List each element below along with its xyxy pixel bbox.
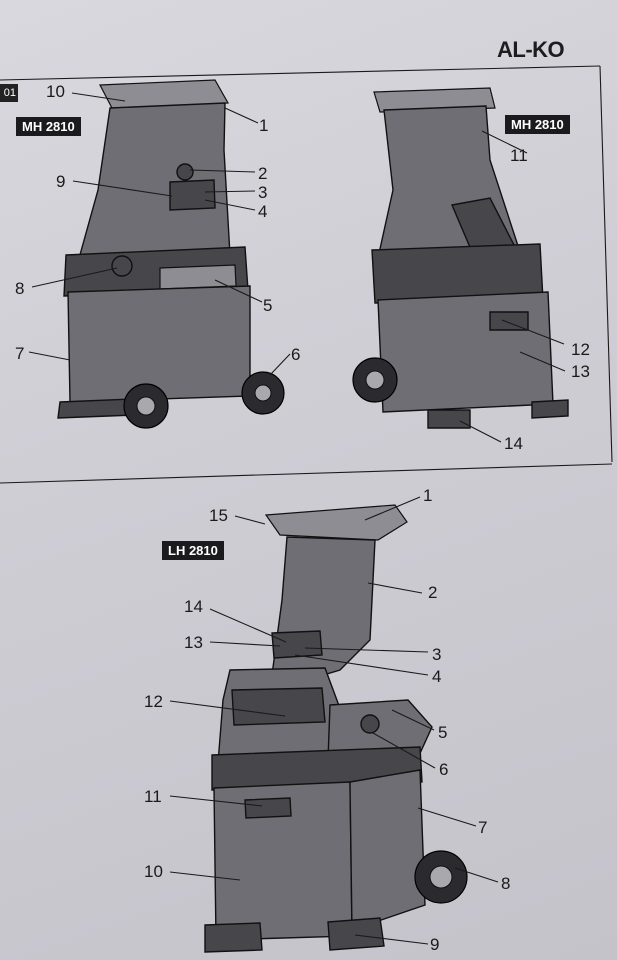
shredder-rear-drawing (352, 87, 569, 443)
callout-label: 9 (56, 172, 66, 191)
callout-label: 4 (432, 667, 442, 686)
callout-label: 1 (259, 116, 269, 135)
callout-label: 8 (501, 874, 511, 893)
callout-label: 2 (428, 583, 438, 602)
callout-label: 13 (571, 362, 590, 381)
shredder-lh-drawing (169, 496, 499, 953)
callout-label: 13 (184, 633, 203, 652)
callout-label: 5 (263, 296, 273, 315)
top-frame-line (0, 65, 601, 81)
callout-label: 3 (258, 183, 268, 202)
callout-label: 7 (478, 818, 488, 837)
callout-label: 12 (144, 692, 163, 711)
section-divider (0, 463, 613, 484)
callout-label: 8 (15, 279, 25, 298)
page-tab: 01 (0, 84, 18, 102)
model-badge-lh: LH 2810 (162, 541, 224, 560)
callout-label: 4 (258, 202, 268, 221)
callout-label: 14 (504, 434, 523, 453)
brand-logo: AL-KO (497, 37, 565, 62)
callout-label: 11 (144, 787, 162, 806)
callout-label: 1 (423, 486, 433, 505)
callout-label: 9 (430, 935, 440, 954)
callout-label: 10 (46, 82, 65, 101)
callout-label: 7 (15, 344, 25, 363)
callout-label: 15 (209, 506, 228, 525)
callout-label: 3 (432, 645, 442, 664)
callout-label: 2 (258, 164, 268, 183)
callout-label: 12 (571, 340, 590, 359)
model-badge-mh-rear: MH 2810 (505, 115, 570, 134)
callout-label: 6 (439, 760, 449, 779)
callout-label: 14 (184, 597, 203, 616)
right-frame-line (599, 65, 613, 463)
shredder-front-drawing (28, 79, 291, 429)
callout-label: 6 (291, 345, 301, 364)
callout-label: 11 (510, 146, 528, 165)
callout-label: 10 (144, 862, 163, 881)
model-badge-mh-front: MH 2810 (16, 117, 81, 136)
callout-label: 5 (438, 723, 448, 742)
